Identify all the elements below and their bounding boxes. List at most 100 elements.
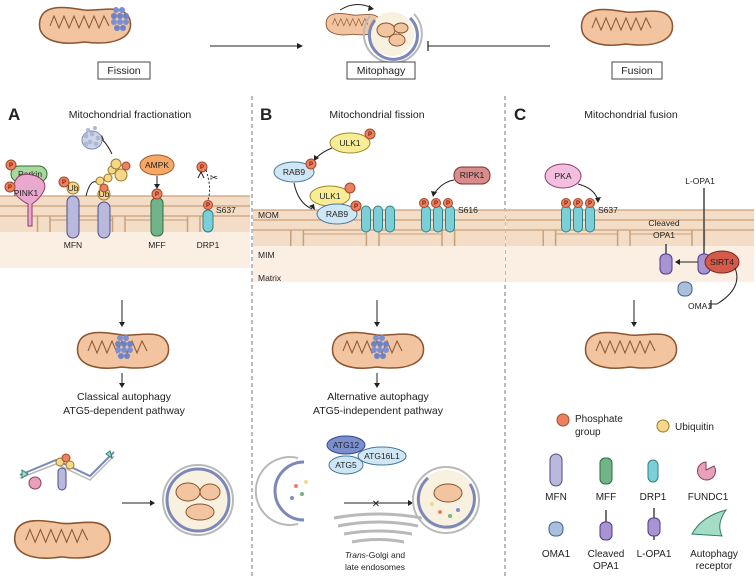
legend-drp1-icon bbox=[647, 459, 659, 483]
panel-b-letter: B bbox=[260, 105, 272, 124]
svg-text:P: P bbox=[309, 162, 313, 168]
svg-text:P: P bbox=[368, 132, 372, 138]
svg-text:P: P bbox=[434, 201, 438, 207]
oma1-protein-c bbox=[677, 281, 693, 297]
mito-c bbox=[584, 331, 678, 369]
mito-receptor-a bbox=[13, 450, 115, 559]
svg-text:P: P bbox=[564, 201, 568, 207]
pka-label: PKA bbox=[554, 171, 571, 181]
legend-oma1: OMA1 bbox=[542, 549, 571, 560]
legend-receptor-icon bbox=[691, 509, 728, 537]
legend-cleaved-l1: Cleaved bbox=[588, 549, 625, 560]
s616-label: S616 bbox=[458, 205, 478, 215]
fusion-label: Fusion bbox=[621, 65, 653, 77]
matrix-label: Matrix bbox=[258, 273, 282, 283]
drp1-b3 bbox=[385, 205, 395, 233]
fission-label: Fission bbox=[107, 65, 140, 77]
pink1-protein bbox=[13, 173, 46, 227]
legend-phosphate-l1: Phosphate bbox=[575, 414, 623, 425]
legend-fundc1: FUNDC1 bbox=[688, 492, 729, 503]
parkin-label: Parkin bbox=[18, 169, 42, 179]
ulk1-top bbox=[329, 132, 371, 154]
panel-a-letter: A bbox=[8, 105, 20, 124]
pink1-label: PINK1 bbox=[14, 188, 39, 198]
drp1-c1 bbox=[561, 205, 571, 233]
legend-mfn: MFN bbox=[545, 492, 567, 503]
svg-text:P: P bbox=[62, 180, 66, 186]
svg-text:P: P bbox=[8, 185, 12, 191]
legend-cleaved-l2: OPA1 bbox=[593, 561, 619, 572]
ub2-label: Ub bbox=[99, 189, 110, 199]
alternative-line1: Alternative autophagy bbox=[327, 391, 429, 403]
ulk1-top-label: ULK1 bbox=[339, 138, 361, 148]
atg16l1-label: ATG16L1 bbox=[364, 451, 400, 461]
legend-lopa1: L-OPA1 bbox=[637, 549, 672, 560]
mfn-right bbox=[97, 201, 111, 239]
svg-text:P: P bbox=[576, 201, 580, 207]
golgi-stack bbox=[333, 512, 423, 544]
classical-line2: ATG5-dependent pathway bbox=[63, 405, 186, 417]
cleaved-opa1-c bbox=[659, 253, 673, 275]
drp1-c3 bbox=[585, 205, 595, 233]
mim-label: MIM bbox=[258, 250, 275, 260]
svg-text:P: P bbox=[206, 203, 210, 209]
legend-mff-icon bbox=[599, 457, 613, 485]
rab9-mid bbox=[316, 203, 358, 225]
oma1-label-c: OMA1 bbox=[688, 301, 712, 311]
mfn-left bbox=[66, 195, 80, 239]
lopa1-label-c: L-OPA1 bbox=[685, 176, 715, 186]
svg-text:P: P bbox=[422, 201, 426, 207]
legend-mfn-icon bbox=[549, 453, 563, 487]
ulk1-mid-label: ULK1 bbox=[319, 191, 341, 201]
svg-text:P: P bbox=[446, 201, 450, 207]
ripk1-protein bbox=[453, 166, 491, 185]
legend-oma1-icon bbox=[548, 521, 564, 537]
mitophagy-mito bbox=[325, 12, 423, 64]
fusion-box bbox=[611, 61, 663, 80]
sirt4-protein bbox=[704, 250, 740, 274]
legend-receptor-l1: Autophagy bbox=[690, 549, 738, 560]
svg-text:P: P bbox=[9, 163, 13, 169]
ampk-label: AMPK bbox=[145, 160, 169, 170]
ripk1-label: RIPK1 bbox=[460, 170, 485, 180]
pka-protein bbox=[544, 163, 582, 189]
rab9-mid-label: RAB9 bbox=[326, 209, 348, 219]
ampk-protein bbox=[139, 154, 175, 176]
rab9-top-label: RAB9 bbox=[283, 167, 305, 177]
drp1-b5 bbox=[433, 205, 443, 233]
mfn-label-a: MFN bbox=[64, 240, 82, 250]
panel-c-title: Mitochondrial fusion bbox=[584, 109, 678, 121]
atg12-label: ATG12 bbox=[333, 440, 360, 450]
legend-phosphate-l2: group bbox=[575, 427, 601, 438]
drp1-b4 bbox=[421, 205, 431, 233]
panel-b-title: Mitochondrial fission bbox=[329, 109, 424, 121]
atg-complex: ATG12 ATG16L1 ATG5 bbox=[326, 435, 407, 475]
legend-ubiquitin: Ubiquitin bbox=[675, 422, 714, 433]
legend-fundc1-icon bbox=[697, 461, 716, 481]
fusion-mito bbox=[580, 8, 674, 46]
sirt4-label: SIRT4 bbox=[710, 257, 734, 267]
svg-text:P: P bbox=[200, 165, 204, 171]
rab9-top bbox=[273, 161, 315, 183]
s637-label-c: S637 bbox=[598, 205, 618, 215]
mom-label: MOM bbox=[258, 210, 279, 220]
ub1-label: Ub bbox=[68, 183, 79, 193]
legend-cleaved-opa1-icon bbox=[599, 521, 613, 541]
s637-label-a: S637 bbox=[216, 205, 236, 215]
cleaved-label-l1: Cleaved bbox=[648, 218, 679, 228]
drp1-label-a: DRP1 bbox=[197, 240, 220, 250]
fission-box bbox=[97, 61, 151, 80]
cleaved-label-l2: OPA1 bbox=[653, 230, 675, 240]
legend-lopa1-icon bbox=[647, 517, 661, 537]
legend-drp1: DRP1 bbox=[640, 492, 667, 503]
legend-mff: MFF bbox=[596, 492, 617, 503]
drp1-b1 bbox=[361, 205, 371, 233]
fission-mito bbox=[38, 6, 132, 44]
golgi-label-line1: Trans-Golgi and bbox=[345, 550, 406, 560]
drp1-b6 bbox=[445, 205, 455, 233]
mito-a bbox=[76, 331, 170, 369]
panel-a-title: Mitochondrial fractionation bbox=[69, 109, 192, 121]
svg-text:P: P bbox=[155, 192, 159, 198]
autophagosome-a bbox=[162, 464, 234, 536]
